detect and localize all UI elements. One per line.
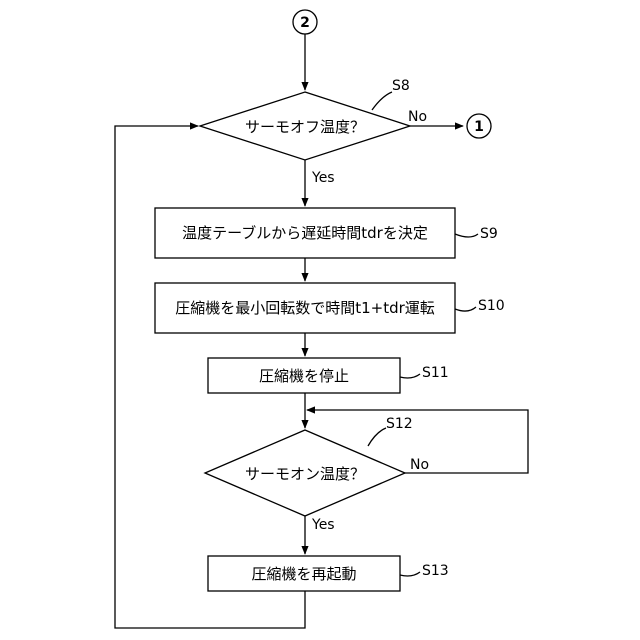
decision-s12-text: サーモオン温度？ (245, 465, 365, 483)
decision-s8-text: サーモオフ温度？ (245, 118, 365, 136)
s13-label: S13 (422, 563, 449, 579)
connector-2: 2 (293, 10, 317, 34)
s8-label: S8 (392, 78, 410, 94)
s11-leader (400, 374, 420, 378)
connector-1: 1 (467, 114, 491, 138)
s12-no-label: No (410, 457, 429, 473)
s8-yes-label: Yes (311, 170, 335, 186)
s12-label: S12 (386, 416, 413, 432)
process-s10-text: 圧縮機を最小回転数で時間t1+tdr運転 (175, 299, 435, 317)
s10-label: S10 (478, 298, 505, 314)
process-s9: 温度テーブルから遅延時間tdrを決定 (155, 208, 455, 258)
process-s10: 圧縮機を最小回転数で時間t1+tdr運転 (155, 283, 455, 333)
s10-leader (455, 307, 476, 311)
s9-leader (455, 234, 478, 237)
s9-label: S9 (480, 226, 498, 242)
s12-leader (368, 428, 386, 446)
s8-no-label: No (408, 109, 427, 125)
s11-label: S11 (422, 365, 449, 381)
process-s11-text: 圧縮機を停止 (259, 367, 349, 385)
process-s13: 圧縮機を再起動 (208, 556, 400, 591)
decision-s12: サーモオン温度？ (205, 430, 405, 516)
process-s9-text: 温度テーブルから遅延時間tdrを決定 (182, 224, 428, 242)
process-s11: 圧縮機を停止 (208, 358, 400, 393)
svg-text:2: 2 (300, 15, 310, 31)
process-s13-text: 圧縮機を再起動 (251, 565, 356, 583)
s8-leader (372, 92, 392, 110)
s13-leader (400, 572, 420, 576)
s12-yes-label: Yes (311, 517, 335, 533)
svg-text:1: 1 (474, 119, 484, 135)
